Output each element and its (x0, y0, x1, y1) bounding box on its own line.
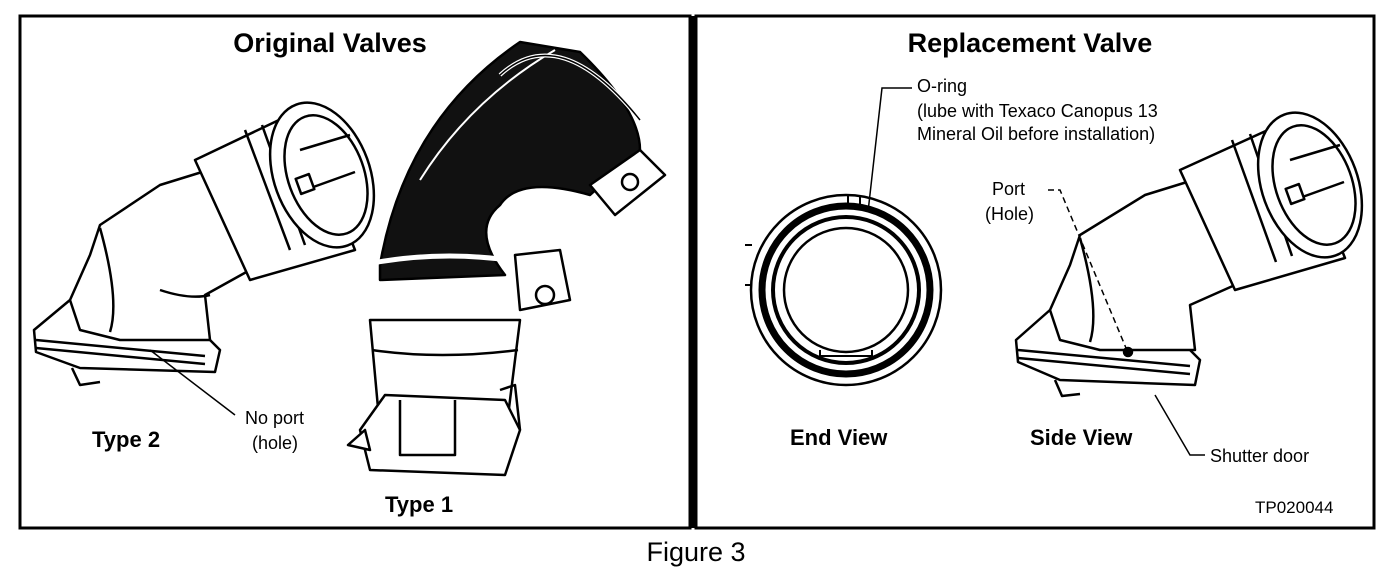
end-view-illustration (745, 193, 943, 387)
left-panel-title: Original Valves (233, 28, 427, 58)
figure-code: TP020044 (1255, 498, 1333, 517)
right-panel-frame (694, 14, 1376, 530)
oring-callout-line1: O-ring (917, 76, 967, 96)
shutter-callout: Shutter door (1210, 446, 1309, 466)
port-leader-line (1048, 189, 1127, 349)
port-callout-line1: Port (992, 179, 1025, 199)
noport-callout-line2: (hole) (252, 433, 298, 453)
right-panel-title: Replacement Valve (908, 28, 1153, 58)
oring-callout-line2: (lube with Texaco Canopus 13 (917, 101, 1158, 121)
side-view-label: Side View (1030, 425, 1133, 450)
noport-callout-line1: No port (245, 408, 304, 428)
type2-valve-illustration (32, 101, 376, 387)
type1-valve-illustration (346, 40, 667, 477)
end-view-label: End View (790, 425, 888, 450)
oring-leader-line (867, 87, 912, 213)
side-view-illustration (1014, 111, 1364, 398)
left-panel-frame (18, 14, 692, 530)
shutter-leader-line (1154, 394, 1205, 456)
oring-callout-line3: Mineral Oil before installation) (917, 124, 1155, 144)
noport-leader-line (149, 349, 236, 416)
figure-caption: Figure 3 (646, 537, 745, 567)
type2-label: Type 2 (92, 427, 160, 452)
port-callout-line2: (Hole) (985, 204, 1034, 224)
type1-label: Type 1 (385, 492, 453, 517)
